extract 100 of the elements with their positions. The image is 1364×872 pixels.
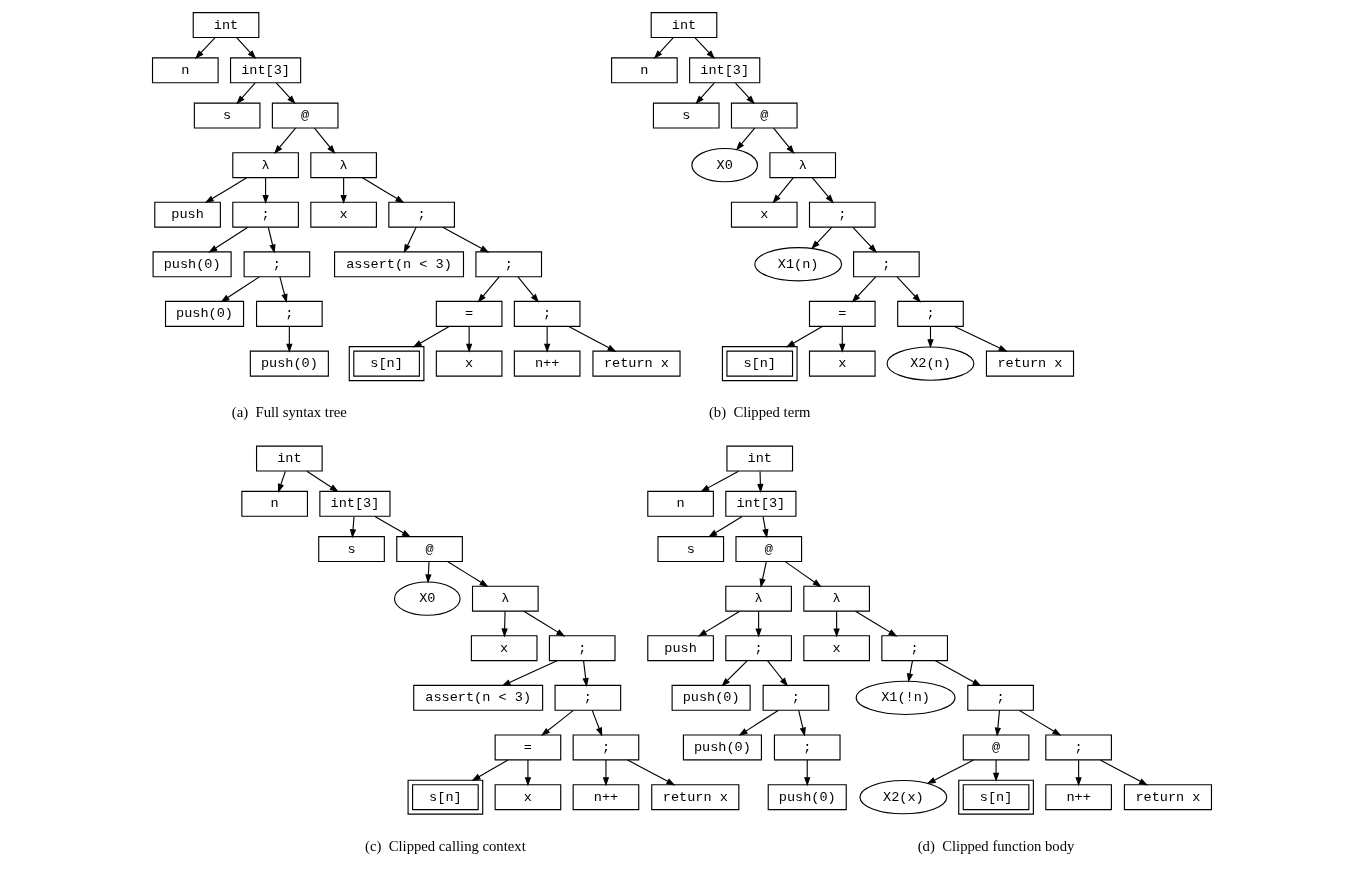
arrow [204,177,248,204]
arrow [1018,709,1062,736]
arrow [772,177,794,204]
arrow [851,276,877,303]
node-ellipse: X1(n) [754,247,843,282]
node-box: ; [773,734,841,761]
node-box: ; [572,734,640,761]
node-box: ; [897,300,964,327]
arrow [374,515,411,538]
node-box: s [193,102,261,129]
arrow [798,709,806,737]
arrow [811,226,833,250]
node-box: ; [853,251,920,278]
node-box: @ [396,536,463,563]
node-box: x [435,350,503,377]
node-box: int[3] [689,57,761,84]
node-box: push(0) [671,684,751,711]
arrow [852,226,877,254]
arrow [762,516,769,539]
node-box: n++ [513,350,581,377]
node-box: ; [256,300,323,327]
node-box: ; [388,201,455,228]
arrow [313,127,336,154]
node-box: return x [592,350,681,377]
label: (d) Clipped function body [917,837,1075,854]
arrow [854,610,898,637]
arrow [1099,759,1149,786]
node-box: ; [548,635,616,662]
node-box: = [808,300,876,327]
node-box: s[n] [721,346,798,382]
arrow [501,660,558,687]
node-box: push(0) [152,251,232,278]
node-box: λ [725,585,792,612]
arrow [275,82,296,105]
arrow [524,759,532,787]
arrow [208,226,249,253]
node-box: ; [808,201,876,228]
arrow [220,276,260,303]
arrow [954,325,1008,352]
node-box: push(0) [164,300,245,327]
node-box: push [154,201,221,228]
node-box: push(0) [767,784,847,811]
node-ellipse: X2(n) [886,346,975,381]
arrow [695,82,715,105]
node-box: s[n] [407,779,484,815]
arrow [627,759,676,786]
label: (b) Clipped term [708,404,811,421]
arrow [906,660,914,683]
node-box: push(0) [249,350,329,377]
node-ellipse: X0 [393,581,461,616]
arrow [267,226,276,254]
node-box: ; [554,684,622,711]
node-box: push [647,635,714,662]
arrow [277,470,286,493]
arrow [349,516,357,539]
node-ellipse: X1(!n) [855,680,956,715]
node-box: @ [730,102,798,129]
node-box: λ [803,585,870,612]
arrow [700,470,740,492]
node-box: int[3] [319,490,391,517]
arrow [465,325,473,353]
node-box: ; [762,684,830,711]
arrow [306,470,339,493]
arrow [784,561,822,588]
node-box: x [470,635,538,662]
arrow [540,709,574,736]
arrow [425,561,432,584]
arrow [568,325,617,352]
node-box: return x [1123,784,1213,811]
node-box: λ [232,152,299,179]
arrow [992,759,1000,782]
node-box: ; [881,635,948,662]
node-box: ; [1045,734,1112,761]
node-box: x [808,350,876,377]
node-box: n [647,490,714,517]
arrow [477,276,500,303]
node-box: push(0) [682,734,762,761]
node-box: assert(n < 3) [413,684,544,711]
node-box: @ [735,536,803,563]
arrow [447,561,489,588]
node-box: x [494,784,562,811]
node-box: λ [769,152,837,179]
arrow [501,610,508,638]
arrow [236,37,257,59]
arrow [773,127,795,154]
node-box: ; [243,251,311,278]
node-box: ; [513,300,581,327]
node-box: ; [725,635,792,662]
arrow [759,561,767,588]
node-box: s [652,102,720,129]
node-box: s [318,536,385,563]
arrow [442,226,490,253]
node-box: s[n] [348,346,425,382]
node-box: λ [310,152,377,179]
arrow [708,515,743,538]
arrow [785,325,823,348]
node-box: int [192,12,260,39]
arrow [236,82,256,105]
node-box: int[3] [230,57,302,84]
node-box: int[3] [725,490,797,517]
